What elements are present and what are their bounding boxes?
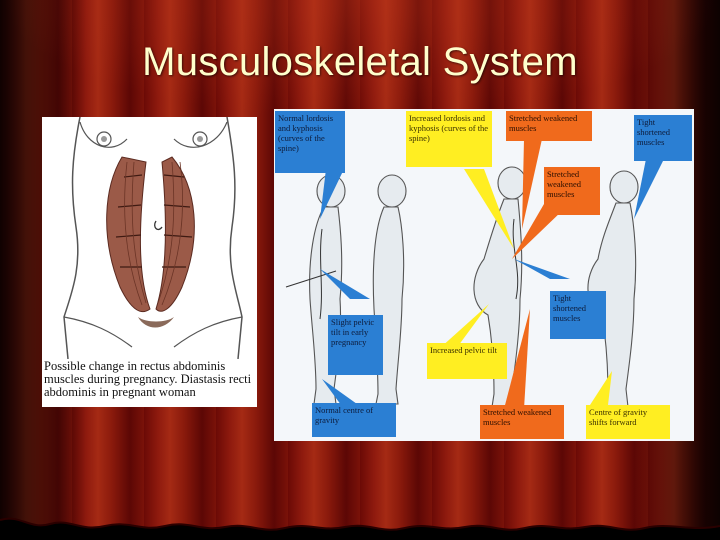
curtain-highlight: [0, 0, 720, 120]
posture-diagram: Normal lordosis and kyphosis (curves of …: [274, 109, 694, 441]
abdominal-muscles-figure: Possible change in rectus abdominis musc…: [42, 117, 257, 407]
curtain-hem: [0, 517, 720, 540]
callout-normal-gravity: Normal centre of gravity: [312, 403, 396, 437]
callout-tight-top: Tight shortened muscles: [634, 115, 692, 161]
callout-tight-mid: Tight shortened muscles: [550, 291, 606, 339]
callout-increased-lordosis: Increased lordosis and kyphosis (curves …: [406, 111, 492, 167]
callout-increased-tilt: Increased pelvic tilt: [427, 343, 507, 379]
figure-caption: Possible change in rectus abdominis musc…: [42, 359, 257, 400]
posture-silhouettes: [285, 139, 664, 409]
callout-slight-tilt: Slight pelvic tilt in early pregnancy: [328, 315, 383, 375]
callout-stretched-bottom: Stretched weakened muscles: [480, 405, 564, 439]
callout-normal-lordosis: Normal lordosis and kyphosis (curves of …: [275, 111, 345, 173]
torso-illustration: [63, 117, 243, 359]
callout-stretched-mid: Stretched weakened muscles: [544, 167, 600, 215]
callout-gravity-forward: Centre of gravity shifts forward: [586, 405, 670, 439]
callout-stretched-top: Stretched weakened muscles: [506, 111, 592, 141]
slide-title: Musculoskeletal System: [142, 40, 578, 84]
